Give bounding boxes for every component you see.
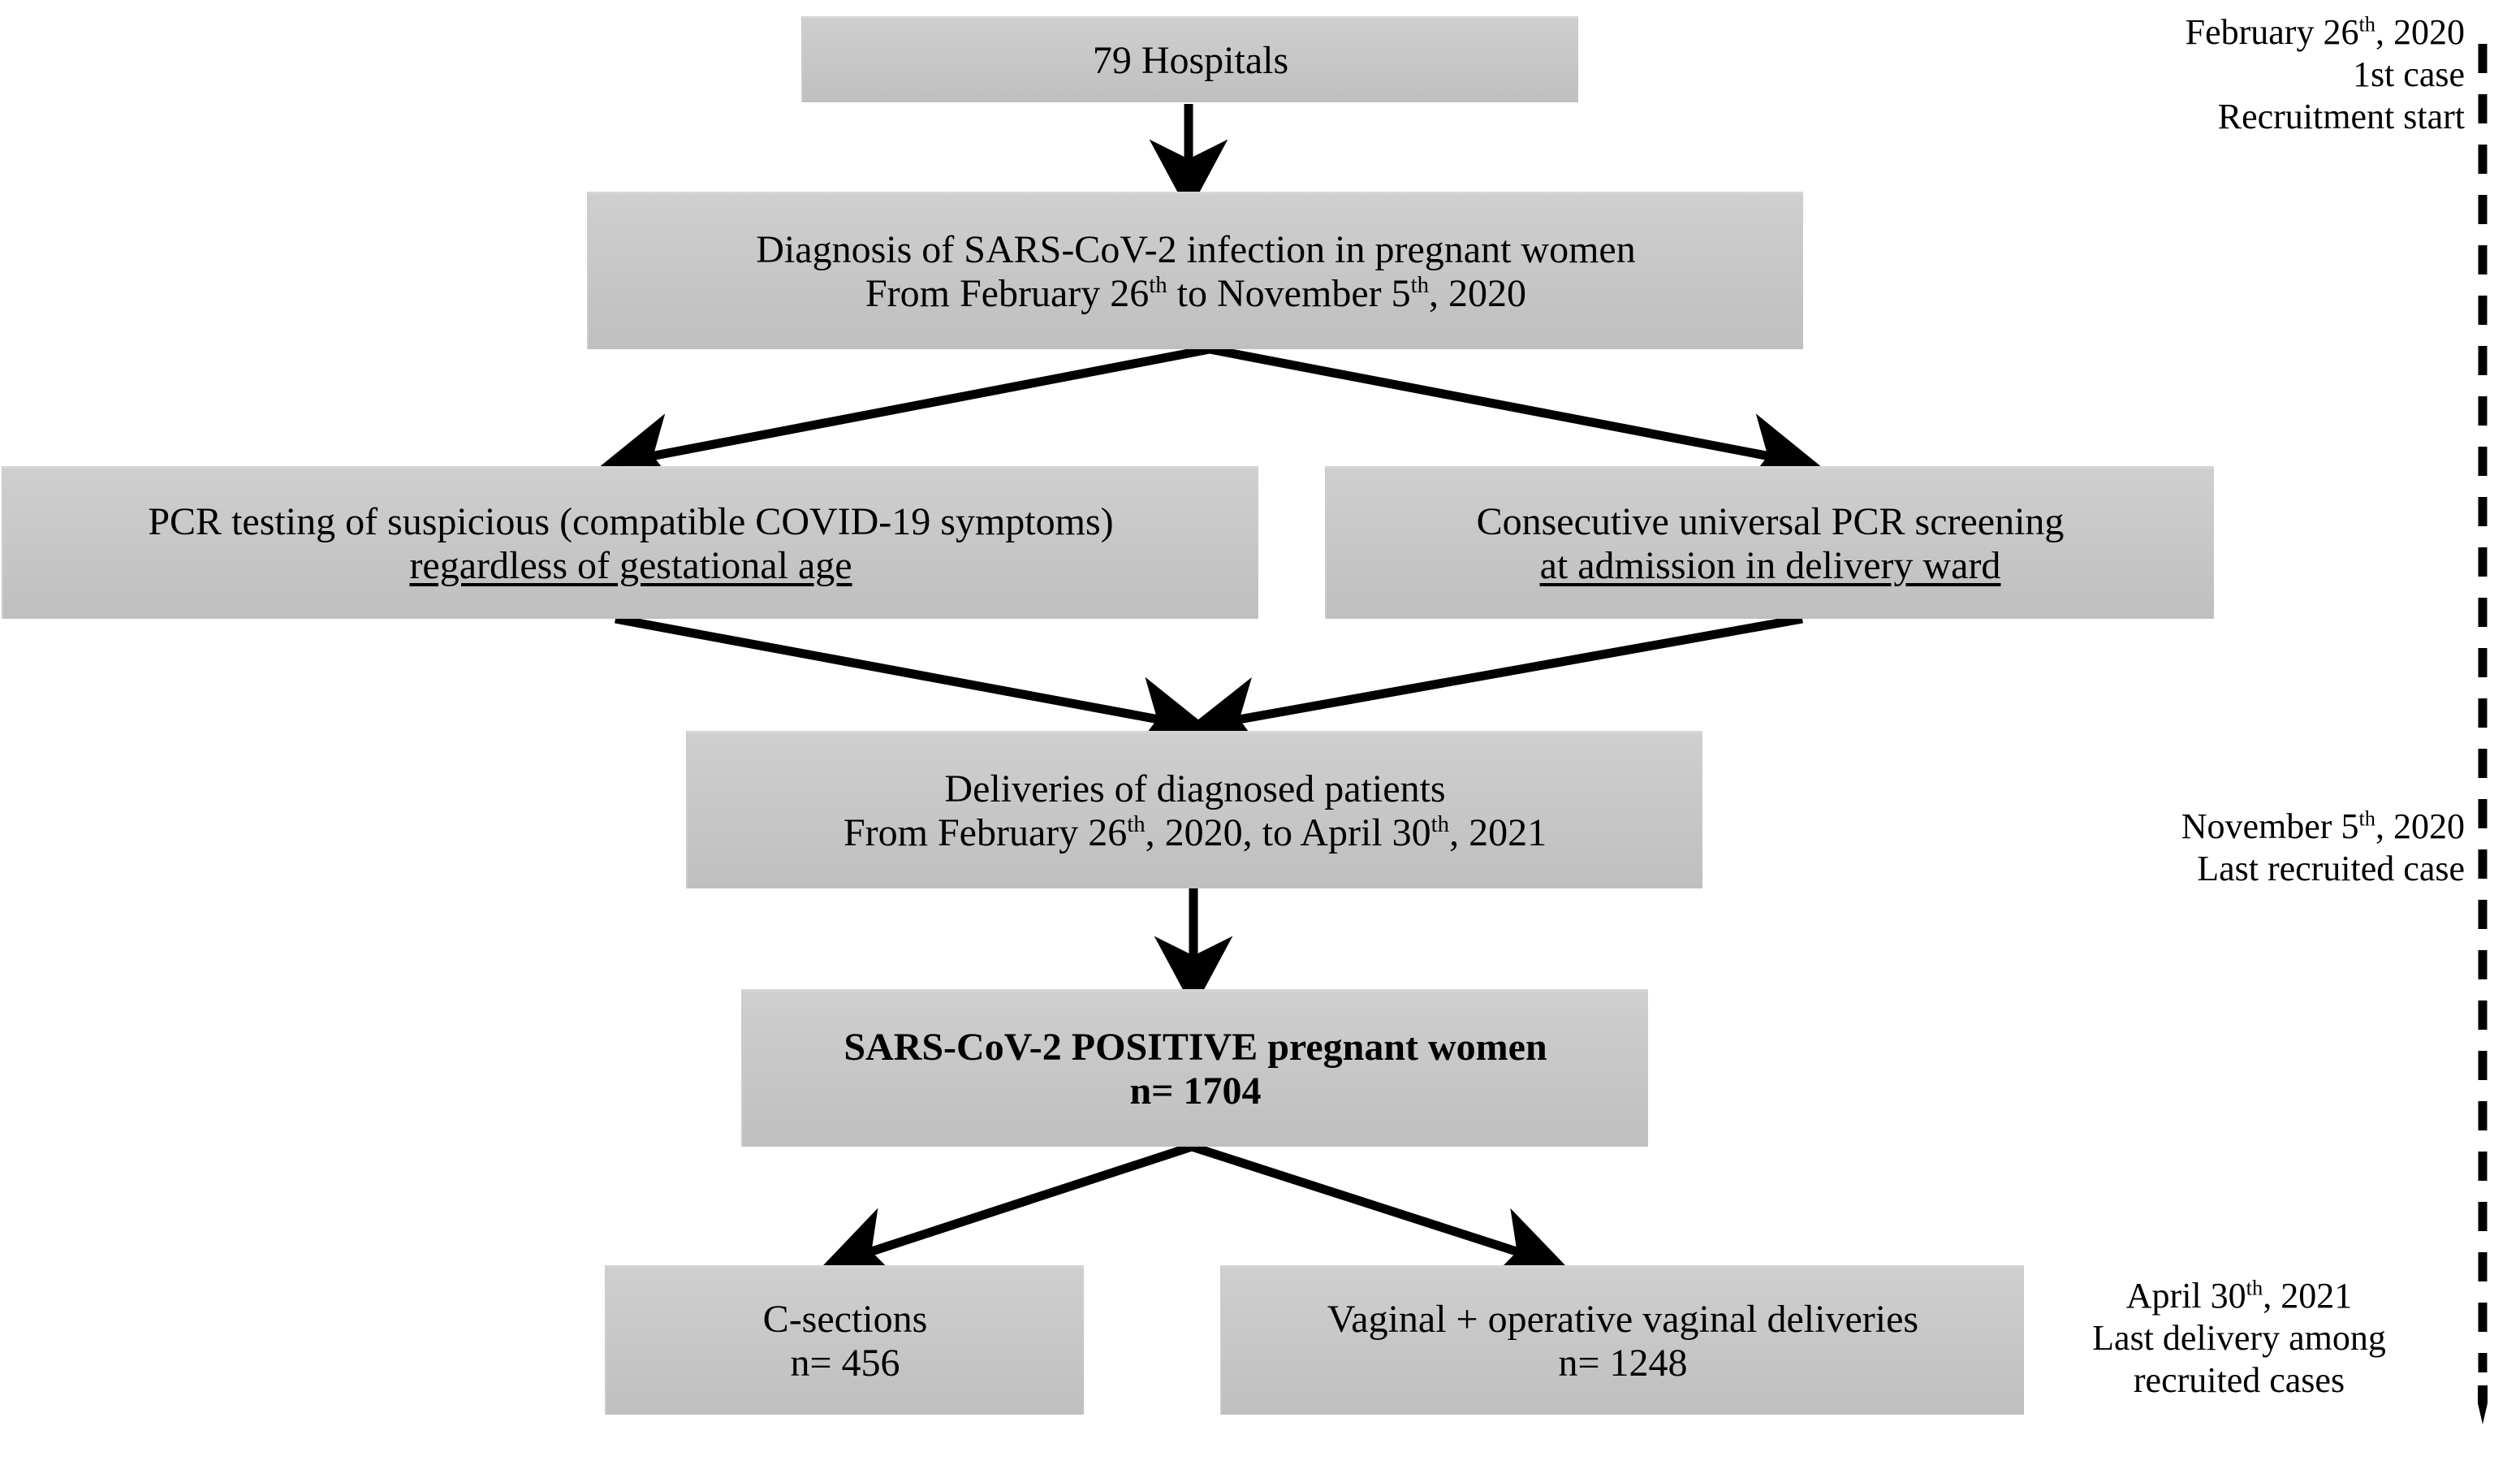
note-last-recruited-line2: Last recruited case xyxy=(2197,848,2465,888)
arrow-positive-to-vaginal xyxy=(1190,1142,1569,1283)
note-last-recruited-sup: th xyxy=(2358,806,2375,831)
deliveries-year: , 2021 xyxy=(1449,810,1547,854)
note-last-delivery-year: , 2021 xyxy=(2263,1276,2353,1316)
box-diagnosis-line1: Diagnosis of SARS-CoV-2 infection in pre… xyxy=(756,227,1636,271)
diagnosis-sup-b: th xyxy=(1410,271,1430,298)
box-vaginal-deliveries-line1: Vaginal + operative vaginal deliveries xyxy=(1327,1297,1919,1341)
box-pcr-suspicious: PCR testing of suspicious (compatible CO… xyxy=(2,466,1258,619)
box-csections-line1: C-sections xyxy=(762,1297,928,1341)
box-vaginal-deliveries: Vaginal + operative vaginal deliveries n… xyxy=(1220,1265,2024,1415)
timeline-dashed-line xyxy=(2478,44,2488,1424)
note-last-delivery-sup: th xyxy=(2246,1275,2263,1300)
box-79-hospitals: 79 Hospitals xyxy=(801,16,1578,102)
diagnosis-year: , 2020 xyxy=(1429,271,1527,315)
note-last-recruited-date: November 5th, 2020 xyxy=(2013,806,2465,848)
note-last-delivery-line3: recruited cases xyxy=(2133,1359,2345,1400)
box-sars-positive-line1: SARS-CoV-2 POSITIVE pregnant women xyxy=(844,1025,1547,1069)
box-pcr-universal: Consecutive universal PCR screening at a… xyxy=(1325,466,2214,619)
box-79-hospitals-line1: 79 Hospitals xyxy=(1092,38,1289,82)
arrow-pcr-universal-to-deliveries xyxy=(1186,614,1803,755)
deliveries-sup-b: th xyxy=(1430,810,1450,837)
note-start-date-text: February 26 xyxy=(2185,12,2359,52)
box-deliveries-line1: Deliveries of diagnosed patients xyxy=(944,767,1446,810)
note-start-sup: th xyxy=(2358,11,2375,37)
box-pcr-suspicious-line1: PCR testing of suspicious (compatible CO… xyxy=(148,499,1114,543)
box-pcr-universal-line2: at admission in delivery ward xyxy=(1539,543,2001,587)
note-last-delivery-date: April 30th, 2021 xyxy=(2013,1275,2465,1317)
arrow-diagnosis-to-pcr-universal xyxy=(1208,344,1821,491)
box-diagnosis-line2: From February 26th to November 5th, 2020 xyxy=(865,272,1526,316)
timeline-note-last-delivery: April 30th, 2021 Last delivery among rec… xyxy=(2013,1275,2465,1402)
diagnosis-sup-a: th xyxy=(1149,271,1167,298)
timeline-note-last-recruited: November 5th, 2020 Last recruited case xyxy=(2013,806,2465,890)
box-sars-positive: SARS-CoV-2 POSITIVE pregnant women n= 17… xyxy=(741,989,1648,1147)
arrow-pcr-suspicious-to-deliveries xyxy=(614,614,1210,754)
note-last-recruited-date-text: November 5 xyxy=(2181,806,2359,846)
box-pcr-suspicious-line2: regardless of gestational age xyxy=(409,543,852,587)
deliveries-date-to: , 2020, to April 30 xyxy=(1145,810,1431,854)
deliveries-date-from: From February 26 xyxy=(843,810,1128,854)
note-start-line2: 1st case xyxy=(2352,54,2465,94)
deliveries-sup-a: th xyxy=(1127,810,1146,837)
note-last-recruited-year: , 2020 xyxy=(2375,806,2465,846)
note-last-delivery-date-text: April 30 xyxy=(2125,1276,2246,1316)
arrow-diagnosis-to-pcr-suspicious xyxy=(600,344,1211,491)
box-deliveries-line2: From February 26th, 2020, to April 30th,… xyxy=(844,811,1547,855)
box-diagnosis: Diagnosis of SARS-CoV-2 infection in pre… xyxy=(587,192,1803,349)
note-start-year: , 2020 xyxy=(2375,12,2465,52)
note-start-line3: Recruitment start xyxy=(2217,96,2465,136)
diagnosis-date-to: to November 5 xyxy=(1167,271,1411,315)
note-start-date: February 26th, 2020 xyxy=(2046,11,2465,54)
note-last-delivery-line2: Last delivery among xyxy=(2092,1317,2386,1358)
box-csections: C-sections n= 456 xyxy=(605,1265,1084,1415)
box-sars-positive-count: n= 1704 xyxy=(1129,1069,1262,1113)
box-deliveries: Deliveries of diagnosed patients From Fe… xyxy=(686,731,1702,888)
box-csections-count: n= 456 xyxy=(790,1341,900,1385)
arrow-positive-to-csections xyxy=(820,1142,1193,1283)
box-pcr-universal-line1: Consecutive universal PCR screening xyxy=(1476,499,2065,543)
diagnosis-date-from: From February 26 xyxy=(865,271,1150,315)
timeline-note-recruitment-start: February 26th, 2020 1st case Recruitment… xyxy=(2046,11,2465,138)
box-vaginal-deliveries-count: n= 1248 xyxy=(1558,1341,1688,1385)
